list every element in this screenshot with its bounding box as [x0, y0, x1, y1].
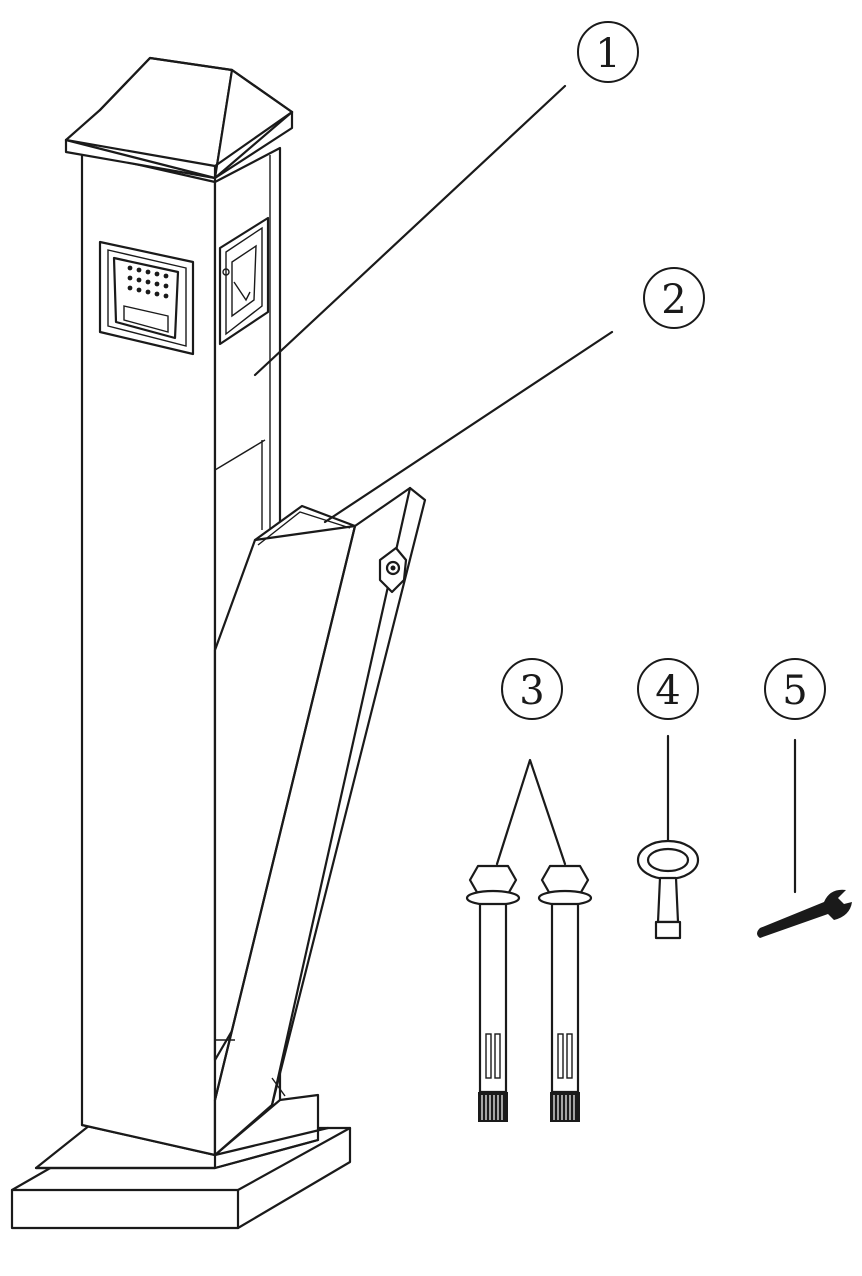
post-cap	[64, 56, 294, 184]
svg-text:5: 5	[782, 668, 807, 714]
leader-line-1	[253, 84, 567, 377]
wrench	[757, 889, 852, 938]
triangle-key	[636, 839, 700, 940]
callout-2: 2	[643, 267, 705, 329]
swing-door	[213, 486, 427, 1157]
keypad-panel	[98, 240, 195, 356]
svg-text:2: 2	[661, 277, 686, 323]
svg-text:3: 3	[519, 668, 544, 714]
expansion-bolt-left	[465, 864, 521, 1122]
expansion-bolt-right	[537, 864, 593, 1122]
callout-5: 5	[764, 658, 826, 720]
svg-text:4: 4	[655, 668, 680, 714]
callout-4: 4	[637, 658, 699, 720]
svg-text:1: 1	[595, 31, 620, 77]
leader-line-2	[323, 330, 614, 524]
callout-1: 1	[577, 21, 639, 83]
side-panel	[218, 216, 270, 346]
callout-3: 3	[501, 658, 563, 720]
leader-line-3	[495, 758, 567, 866]
